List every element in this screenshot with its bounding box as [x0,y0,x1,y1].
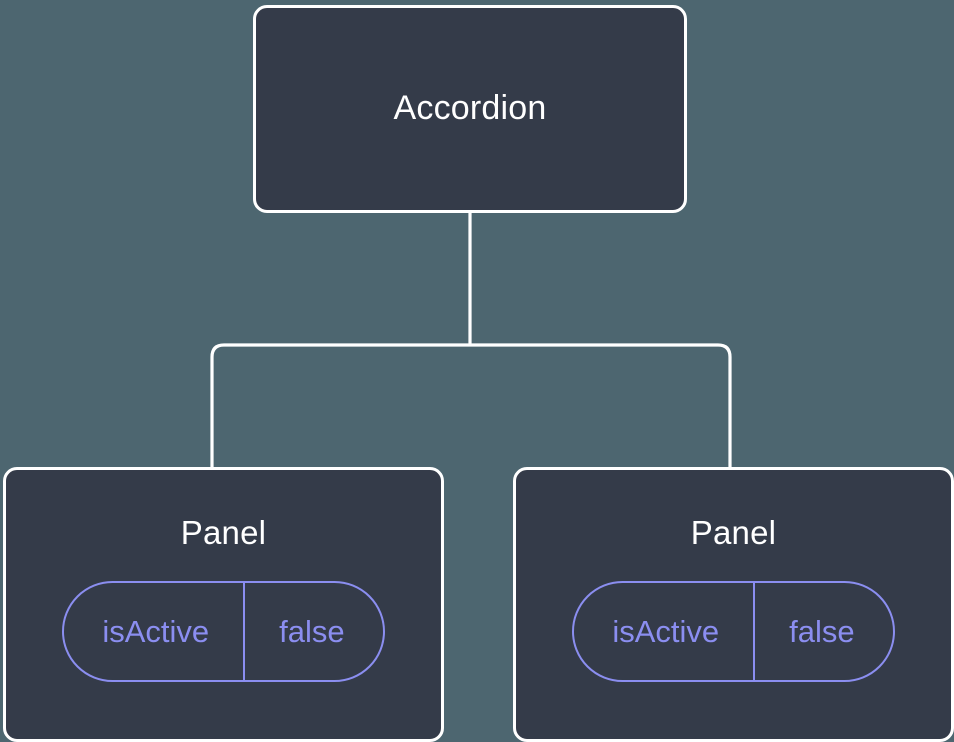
node-panel-1-state-badge[interactable]: isActive false [62,581,385,683]
connector-branch-right [470,343,732,467]
connector-branch-left [210,343,470,467]
node-panel-1-state-key: isActive [102,613,210,649]
node-panel-2-state-badge[interactable]: isActive false [572,581,895,683]
node-panel-1-title: Panel [180,514,267,551]
node-panel-1[interactable]: Panel isActive false [3,467,444,742]
node-panel-2-state-key: isActive [612,613,720,649]
node-panel-2-title: Panel [690,514,777,551]
node-accordion-title: Accordion [393,89,547,128]
node-panel-2-state-value: false [753,583,892,681]
node-accordion[interactable]: Accordion [253,5,687,213]
node-panel-2[interactable]: Panel isActive false [513,467,954,742]
node-panel-1-state-value: false [243,583,382,681]
